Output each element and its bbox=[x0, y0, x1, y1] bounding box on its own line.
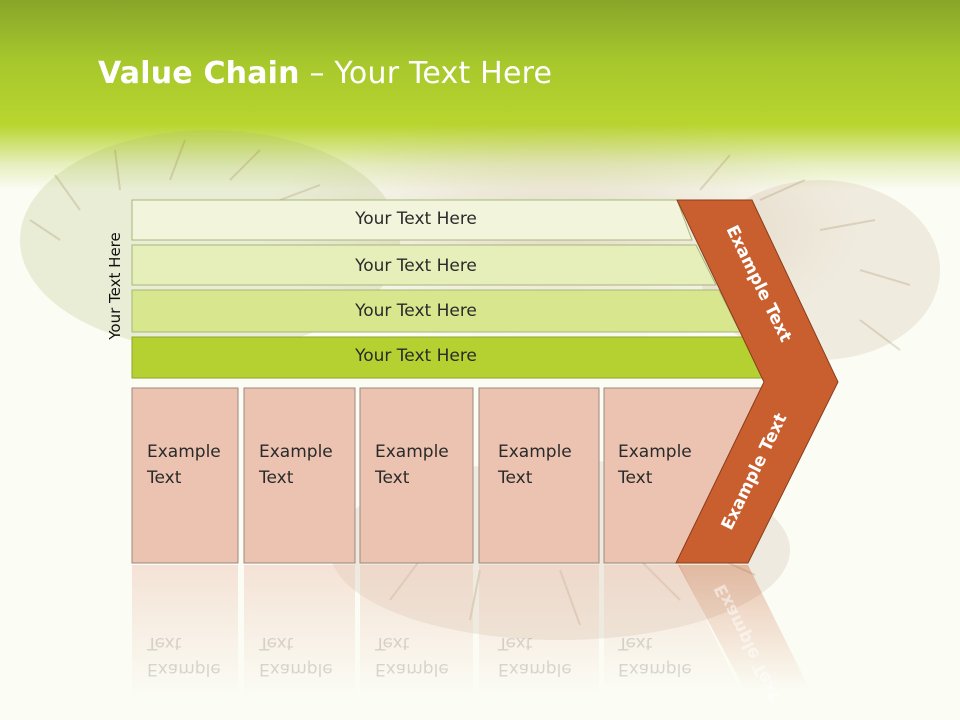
support-row-2-text: Your Text Here bbox=[355, 256, 477, 276]
primary-cell-3-reflection: Example Text bbox=[375, 633, 449, 679]
title-rest: – Your Text Here bbox=[299, 56, 553, 91]
support-row-4-text: Your Text Here bbox=[355, 346, 477, 366]
page-title: Value Chain – Your Text Here bbox=[98, 56, 552, 91]
title-bold: Value Chain bbox=[98, 56, 300, 91]
primary-cell-4-shape bbox=[478, 387, 600, 564]
primary-cell-1-shape bbox=[131, 387, 239, 564]
side-label: Your Text Here bbox=[106, 232, 124, 340]
support-row-1-shape bbox=[131, 199, 693, 241]
support-row-1-text: Your Text Here bbox=[355, 209, 477, 229]
primary-cell-3-shape bbox=[359, 387, 474, 564]
primary-cell-2-shape bbox=[243, 387, 356, 564]
primary-cell-3-text: Example Text bbox=[375, 442, 449, 488]
primary-cell-2-text: Example Text bbox=[259, 442, 333, 488]
support-row-2-shape bbox=[131, 244, 717, 286]
primary-cell-5-text: Example Text bbox=[618, 442, 692, 488]
support-row-3-text: Your Text Here bbox=[355, 301, 477, 321]
primary-cell-1-reflection: Example Text bbox=[147, 633, 221, 679]
primary-cell-1-text: Example Text bbox=[147, 442, 221, 488]
primary-cell-2-reflection: Example Text bbox=[259, 633, 333, 679]
margin-arrow-shape bbox=[675, 199, 839, 564]
primary-cell-4-reflection: Example Text bbox=[498, 633, 572, 679]
primary-cell-5-reflection: Example Text bbox=[618, 633, 692, 679]
primary-cell-4-text: Example Text bbox=[498, 442, 572, 488]
reflection bbox=[132, 565, 810, 695]
